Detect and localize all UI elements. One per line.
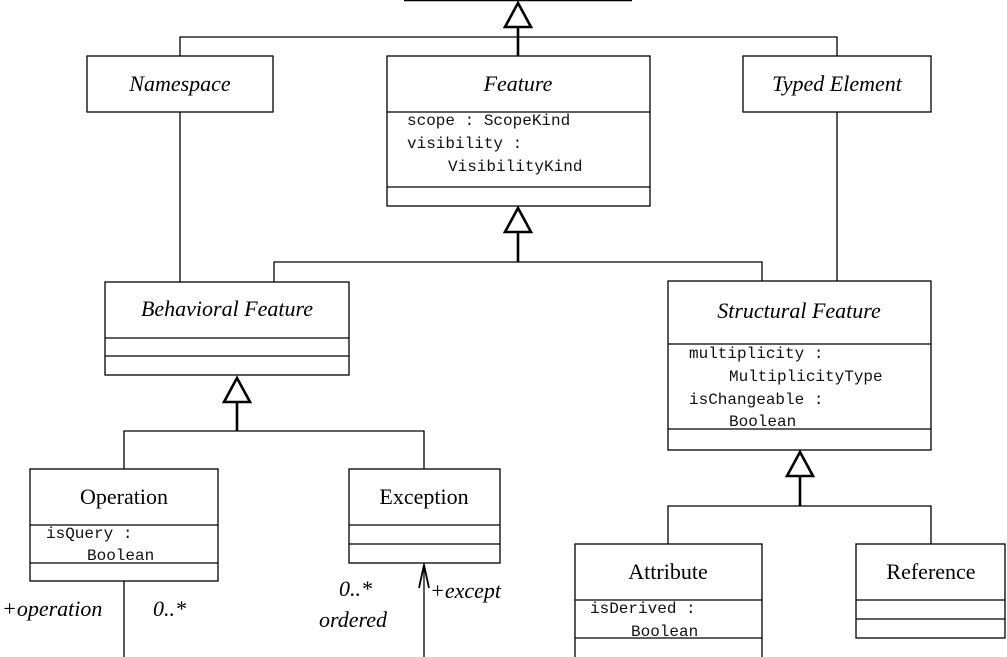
class-name: Operation: [80, 484, 168, 509]
class-name: Namespace: [128, 71, 231, 96]
generalization-arrow-top: [502, 0, 534, 29]
ordering-exception: ordered: [319, 607, 388, 632]
class-name: Attribute: [628, 559, 707, 584]
navigability-arrow-icon: [418, 564, 430, 589]
generalization-arrow-structural: [784, 449, 816, 478]
attribute-line: multiplicity :: [689, 345, 823, 363]
class-name: Feature: [483, 71, 553, 96]
class-name: Behavioral Feature: [141, 296, 313, 321]
class-behavioral-feature[interactable]: Behavioral Feature: [104, 281, 350, 376]
class-reference[interactable]: Reference: [855, 543, 1006, 639]
class-feature[interactable]: Feature scope : ScopeKind visibility : V…: [386, 55, 651, 207]
attribute-line: isDerived :: [590, 600, 696, 618]
generalization-branch-behavioral: [123, 430, 425, 469]
attribute-line: Boolean: [729, 413, 796, 431]
class-name: Reference: [886, 559, 975, 584]
class-typed-element[interactable]: Typed Element: [742, 55, 932, 113]
class-namespace[interactable]: Namespace: [86, 55, 274, 113]
role-operation: +operation: [2, 596, 102, 621]
class-structural-feature[interactable]: Structural Feature multiplicity : Multip…: [667, 280, 932, 451]
generalization-branch-structural: [667, 505, 932, 544]
attribute-line: MultiplicityType: [729, 368, 883, 386]
attribute-line: isChangeable :: [689, 391, 823, 409]
attribute-line: Boolean: [631, 623, 698, 641]
attribute-line: Boolean: [87, 547, 154, 565]
attribute-line: VisibilityKind: [448, 158, 582, 176]
generalization-arrow-behavioral: [221, 375, 253, 404]
attribute-line: visibility :: [407, 135, 522, 153]
class-name: Structural Feature: [717, 298, 881, 323]
attribute-line: scope : ScopeKind: [407, 112, 570, 130]
attribute-line: isQuery :: [46, 525, 132, 543]
generalization-arrow-feature: [502, 205, 534, 234]
class-operation[interactable]: Operation isQuery : Boolean: [29, 468, 219, 582]
class-exception[interactable]: Exception: [348, 468, 501, 564]
class-name: Exception: [379, 484, 468, 509]
multiplicity-exception: 0..*: [339, 576, 372, 601]
generalization-branch-top: [179, 36, 838, 56]
multiplicity-operation: 0..*: [153, 596, 186, 621]
class-attribute[interactable]: Attribute isDerived : Boolean: [574, 543, 763, 657]
generalization-branch-feature: [273, 261, 763, 282]
role-except: +except: [430, 578, 502, 603]
class-name: Typed Element: [772, 71, 903, 96]
